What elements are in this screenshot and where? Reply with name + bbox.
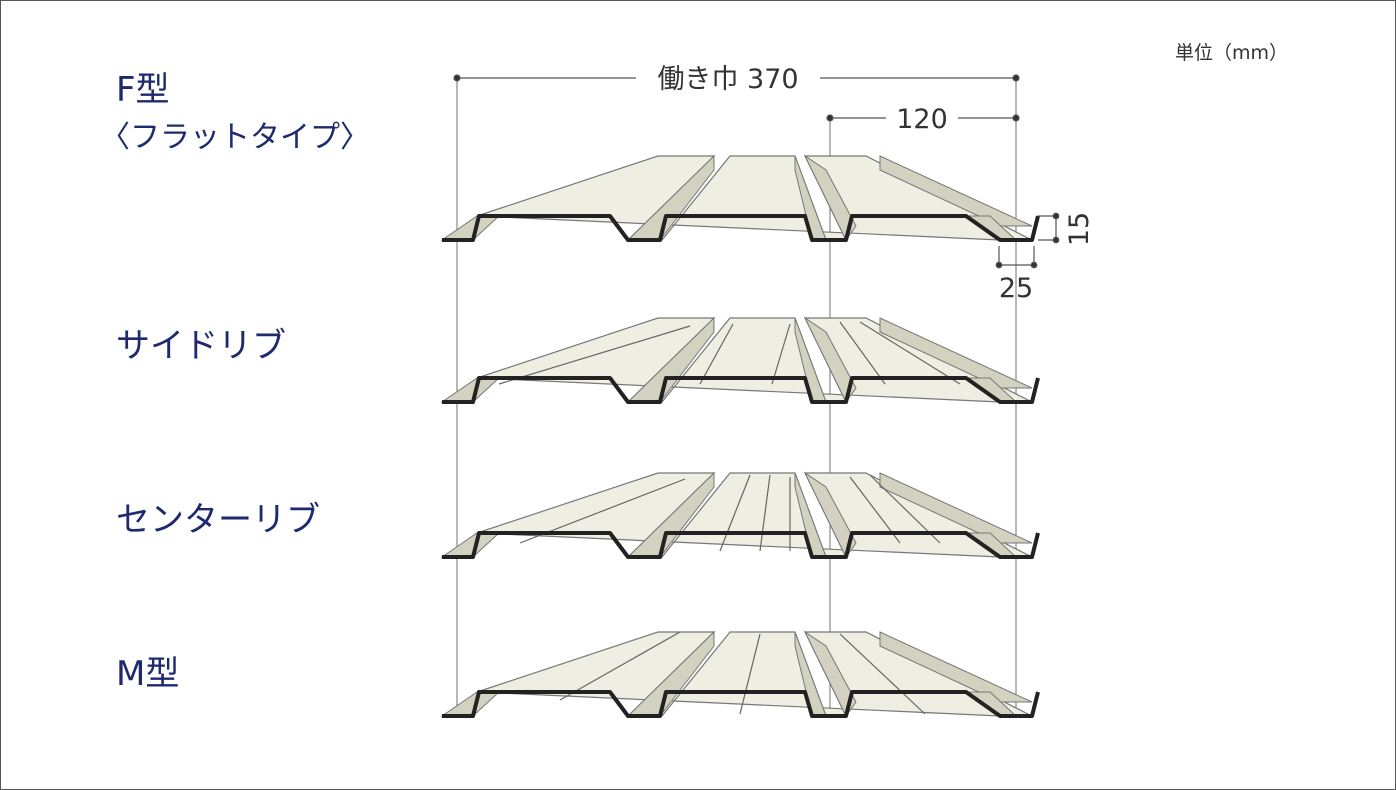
type-label-f: F型 (116, 70, 170, 110)
panel-cross-section (442, 690, 1040, 718)
type-label-center-rib: センターリブ (116, 500, 320, 540)
panel-cross-section (442, 531, 1040, 559)
panel-rib-line (839, 321, 886, 385)
type-subtitle-f: 〈フラットタイプ〉 (100, 120, 370, 155)
dimension-pitch (826, 114, 1020, 122)
panel-rib-line (559, 631, 681, 701)
working-width-label: 働き巾 370 (657, 64, 798, 95)
panel-rib-side (440, 215, 501, 241)
dimension-depth (1038, 212, 1060, 244)
panel-rib-line (699, 323, 734, 385)
panel-rib-line (759, 474, 771, 552)
type-label-m: M型 (116, 654, 180, 694)
panel-rib-line (739, 633, 761, 715)
panel-rib-side (440, 532, 501, 558)
pitch-label: 120 (896, 104, 948, 135)
unit-label: 単位（mm） (1175, 42, 1289, 64)
panel-rib-line (771, 323, 791, 385)
panel-profile-2 (440, 316, 1040, 404)
panel-rib-line (719, 474, 751, 552)
panel-profiles (440, 154, 1040, 718)
panel-rib-side (440, 377, 501, 403)
dimension-working-width (453, 74, 1020, 82)
panel-profile-3 (440, 471, 1040, 559)
panel-rib-line (498, 325, 691, 385)
panel-profile-4 (440, 630, 1040, 718)
dimension-groove-width (995, 246, 1038, 269)
panel-rib-side (440, 691, 501, 717)
panel-rib-line (859, 321, 961, 385)
panel-cross-section (442, 376, 1040, 404)
panel-rib-side (803, 154, 857, 241)
panel-profile-1 (440, 154, 1040, 242)
panel-rib-side (803, 471, 857, 558)
panel-rib-side (803, 316, 857, 403)
panel-rib-side (803, 630, 857, 717)
depth-label: 15 (1064, 212, 1095, 246)
type-label-side-rib: サイドリブ (116, 326, 286, 366)
panel-cross-section (442, 214, 1040, 242)
panel-rib-line (839, 633, 926, 715)
groove-width-label: 25 (999, 273, 1033, 304)
